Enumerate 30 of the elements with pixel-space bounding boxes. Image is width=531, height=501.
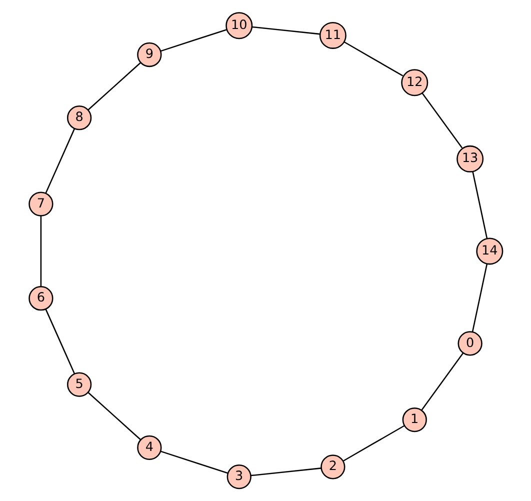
node-circle: 4 [136, 435, 162, 460]
connector [40, 216, 42, 286]
node-circle: 9 [136, 42, 162, 68]
node-circle: 3 [226, 464, 251, 490]
node-circle: 12 [400, 69, 428, 96]
connector [44, 308, 75, 374]
connector [342, 425, 404, 462]
node-circle: 11 [318, 22, 346, 49]
node-circle: 0 [457, 331, 482, 356]
node-circle: 8 [66, 106, 92, 130]
node-circle: 7 [28, 192, 53, 216]
node-circle: 1 [402, 407, 426, 432]
connector [250, 468, 321, 476]
connector [471, 264, 488, 332]
connector [160, 450, 228, 474]
node-circle: 6 [28, 286, 53, 311]
connector [421, 92, 462, 148]
node-circle: 5 [66, 372, 92, 397]
node-circle: 2 [320, 454, 345, 480]
connector [420, 352, 464, 410]
connector [160, 29, 226, 52]
connector [87, 392, 140, 440]
node-circle: 14 [476, 238, 503, 265]
node-circle: 13 [456, 145, 484, 172]
connector [343, 41, 403, 76]
connector [252, 26, 320, 35]
connector [44, 128, 75, 194]
node-circle: 10 [225, 12, 252, 40]
connector [87, 62, 140, 110]
connector [472, 172, 488, 238]
